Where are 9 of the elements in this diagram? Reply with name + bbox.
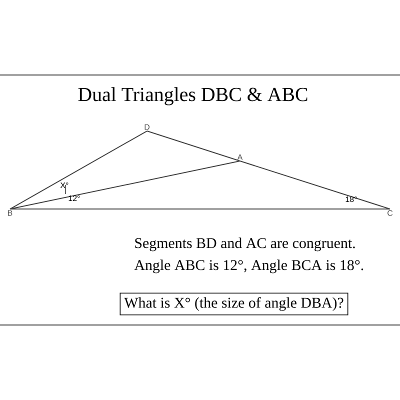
title: Dual Triangles DBC & ABC [78,87,308,106]
line-segment [240,160,390,210]
statement-text: Segments BD and AC are congruent. [135,238,355,252]
line-segment [10,208,390,210]
statement-text: Angle ABC is 12°, Angle BCA is 18°. [134,260,364,274]
question-box: What is X° (the size of angle DBA)? [120,292,348,316]
line-segment [10,160,240,210]
line-segment [10,130,148,210]
line-segment [146,130,240,162]
